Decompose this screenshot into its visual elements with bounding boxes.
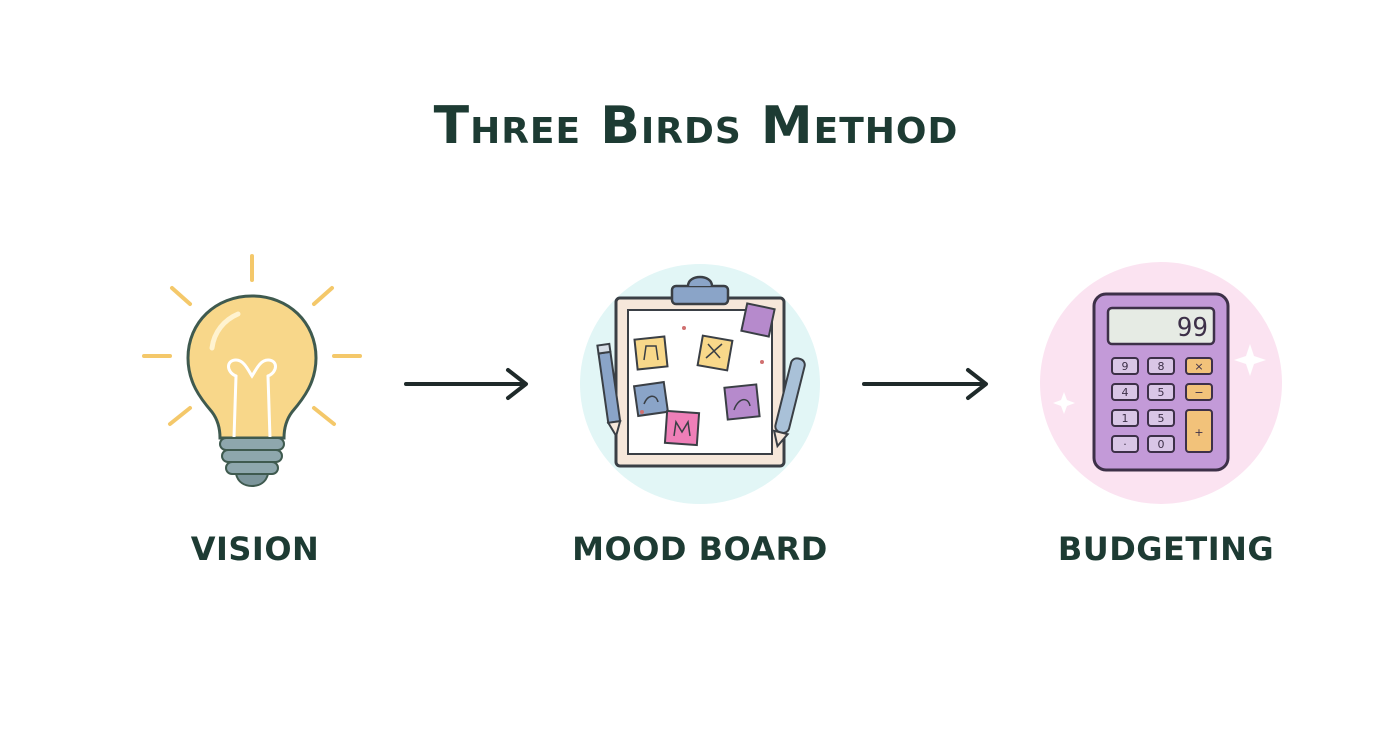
svg-text:5: 5 <box>1158 386 1165 399</box>
svg-text:+: + <box>1194 426 1203 439</box>
svg-text:1: 1 <box>1122 412 1129 425</box>
svg-text:8: 8 <box>1158 360 1165 373</box>
step-label-vision: VISION <box>190 530 320 568</box>
calculator-display: 99 <box>1177 313 1208 343</box>
step-label-budgeting: BUDGETING <box>1057 530 1275 568</box>
svg-text:4: 4 <box>1122 386 1129 399</box>
svg-text:5: 5 <box>1158 412 1165 425</box>
svg-text:·: · <box>1123 438 1127 451</box>
step-label-mood-board: MOOD BOARD <box>572 530 828 568</box>
mood-board-icon <box>580 264 820 504</box>
lightbulb-icon <box>142 254 362 488</box>
arrow-right-icon <box>862 368 988 400</box>
svg-text:9: 9 <box>1122 360 1129 373</box>
svg-text:×: × <box>1194 360 1203 373</box>
arrow-right-icon <box>404 368 528 400</box>
svg-text:0: 0 <box>1158 438 1165 451</box>
diagram-title: Three Birds Method <box>433 96 959 156</box>
svg-text:−: − <box>1194 386 1203 399</box>
calculator-icon: 99 9 8 × 4 5 − 1 5 + · 0 <box>1040 262 1282 504</box>
